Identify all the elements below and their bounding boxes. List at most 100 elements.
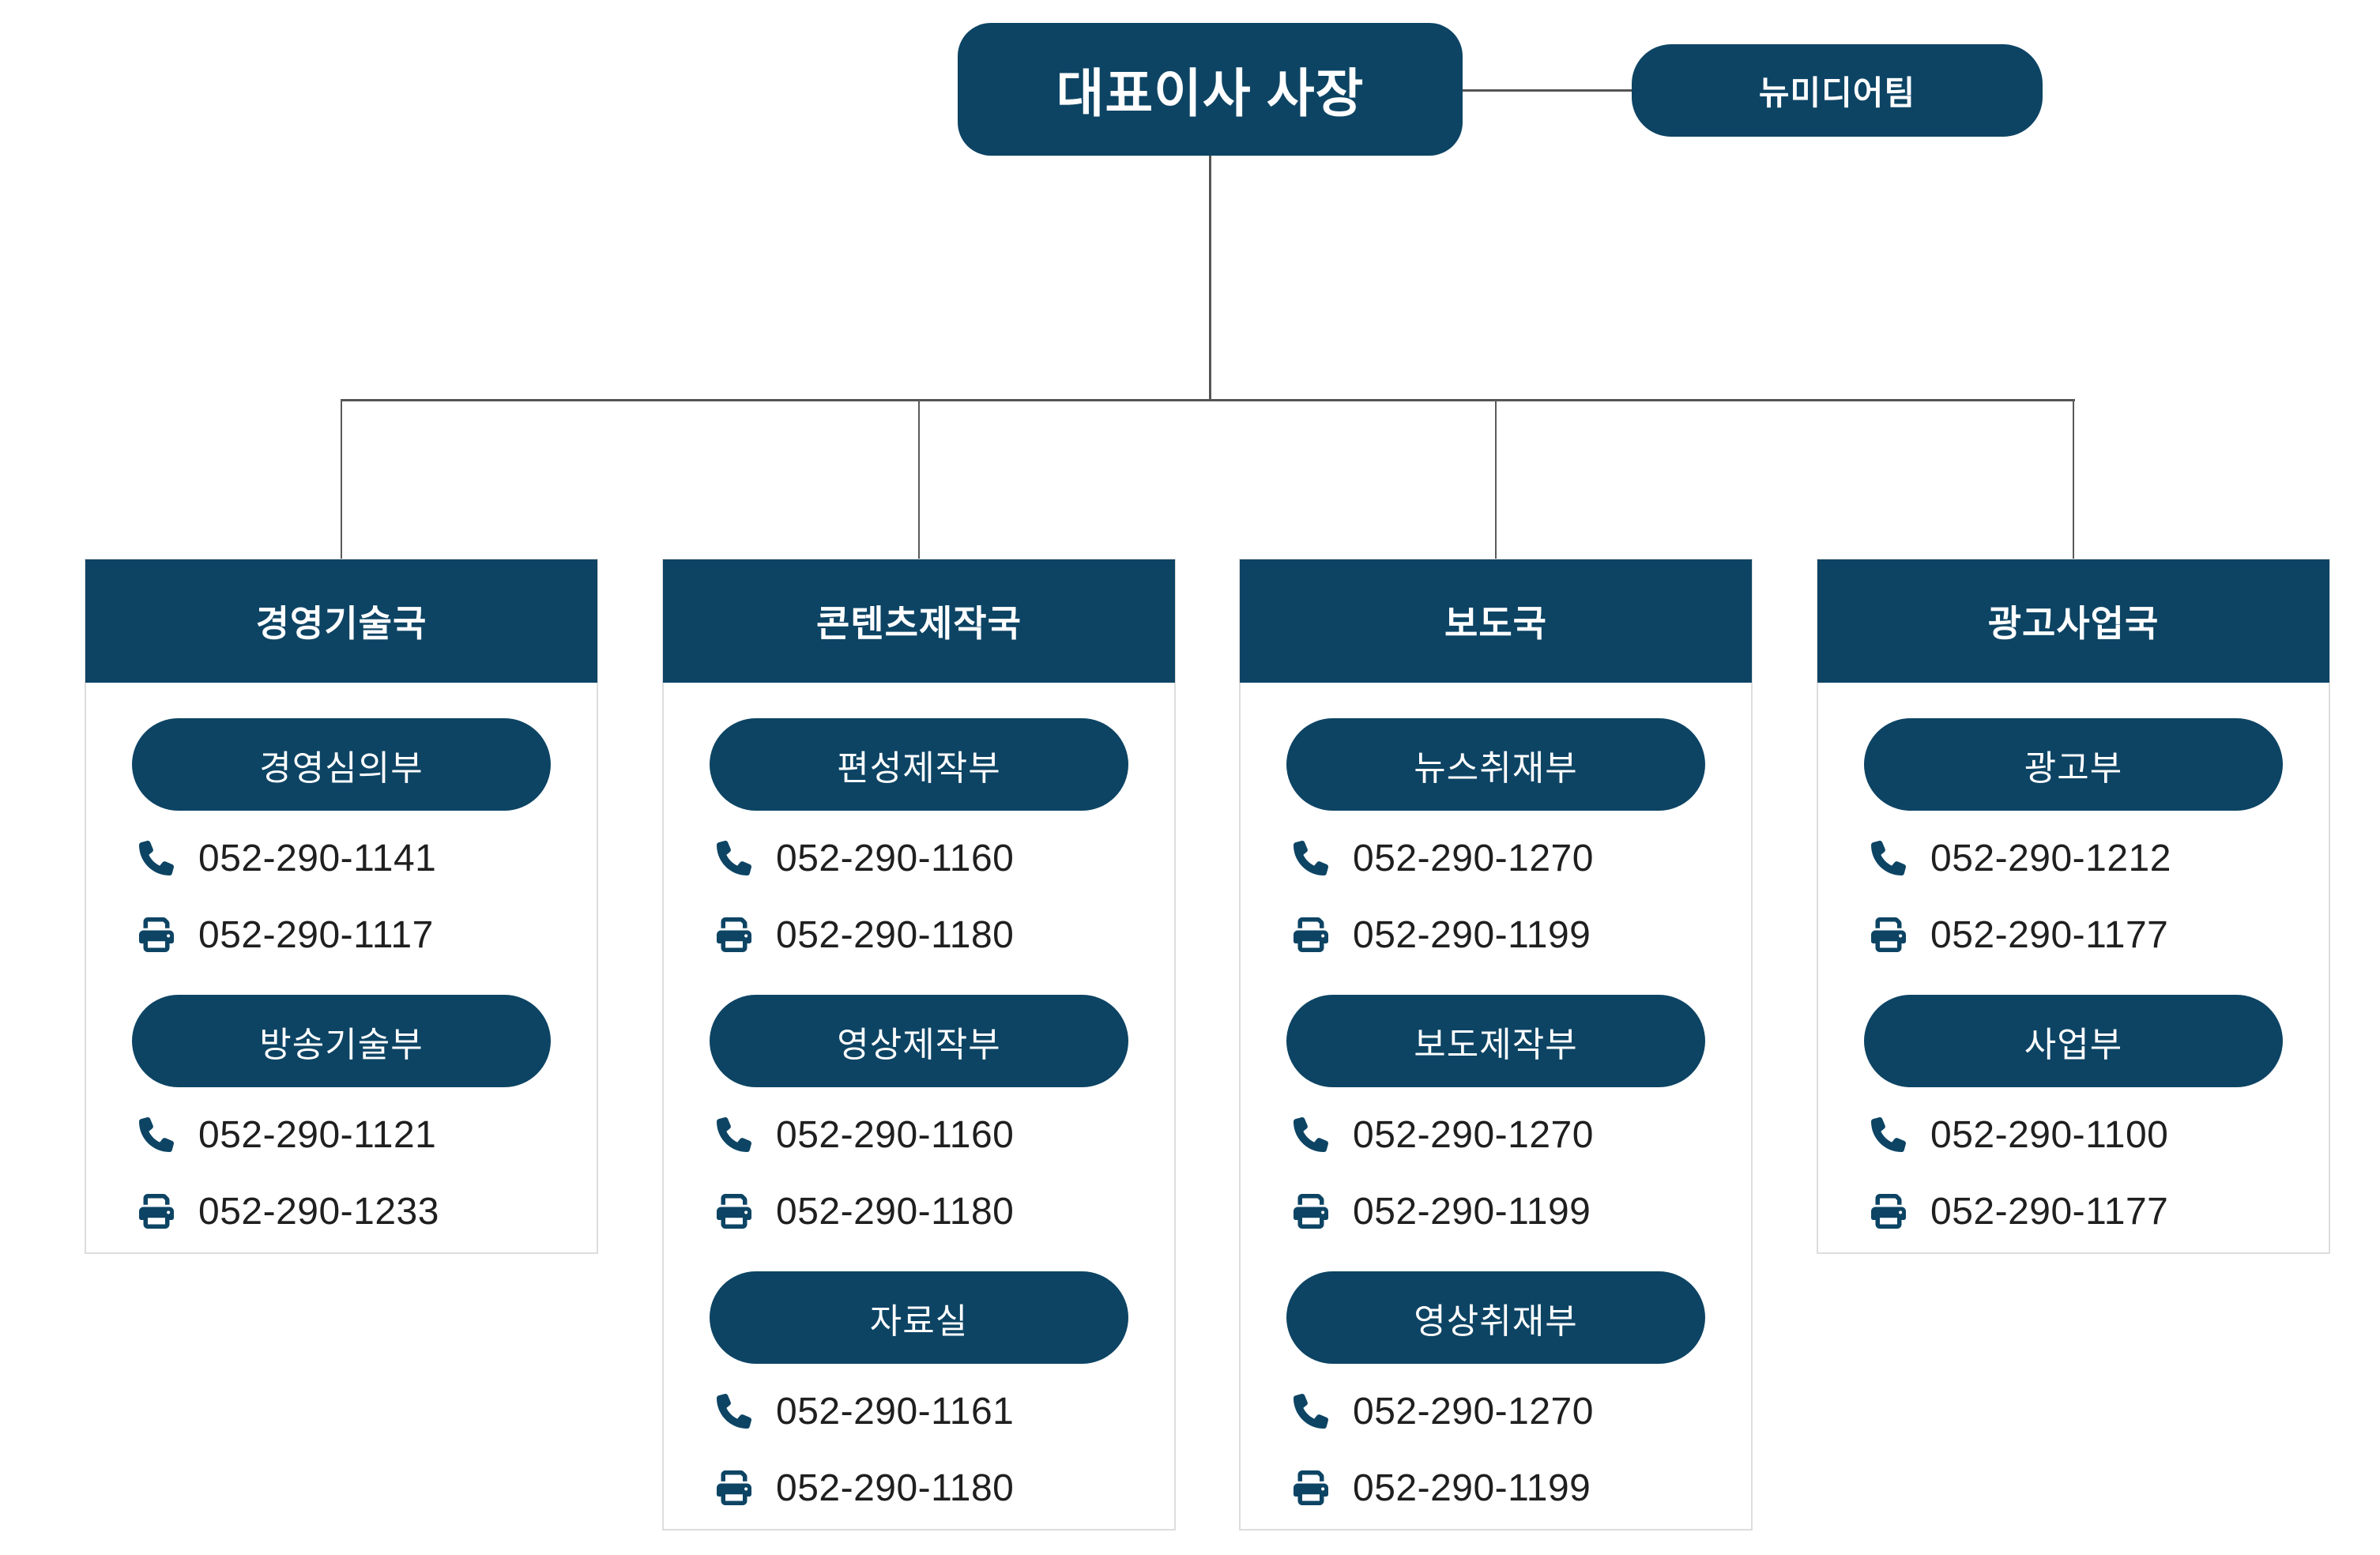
team-name-pill: 편성제작부 — [710, 718, 1128, 811]
department-title: 광고사업국 — [1817, 559, 2329, 683]
fax-number: 052-290-1180 — [776, 1190, 1015, 1233]
phone-number: 052-290-1270 — [1353, 1113, 1594, 1156]
fax-number: 052-290-1117 — [198, 913, 434, 956]
phone-number: 052-290-1212 — [1930, 837, 2171, 879]
fax-row: 052-290-1233 — [86, 1188, 597, 1235]
fax-row: 052-290-1177 — [1818, 1188, 2329, 1235]
phone-icon — [1293, 840, 1329, 876]
phone-row: 052-290-1270 — [1241, 1111, 1751, 1158]
fax-number: 052-290-1199 — [1353, 1190, 1591, 1233]
team-section: 보도제작부 052-290-1270 052-290-1199 — [1241, 995, 1751, 1235]
connector-root-to-staff — [1463, 89, 1632, 92]
fax-printer-icon — [138, 1193, 175, 1229]
phone-row: 052-290-1270 — [1241, 1387, 1751, 1435]
department-card-2: 콘텐츠제작국 편성제작부 052-290-1160 052-290-1180 영… — [662, 559, 1176, 1531]
connector-root-down — [1209, 156, 1211, 401]
team-section: 광고부 052-290-1212 052-290-1177 — [1818, 718, 2329, 958]
phone-icon — [716, 840, 752, 876]
fax-row: 052-290-1199 — [1241, 911, 1751, 958]
department-title: 콘텐츠제작국 — [663, 559, 1175, 683]
phone-number: 052-290-1160 — [776, 1113, 1015, 1156]
phone-icon — [1870, 1116, 1907, 1153]
fax-printer-icon — [716, 917, 752, 953]
department-title: 보도국 — [1240, 559, 1752, 683]
team-section: 경영심의부 052-290-1141 052-290-1117 — [86, 718, 597, 958]
department-card-3: 보도국 뉴스취재부 052-290-1270 052-290-1199 보도제작… — [1239, 559, 1753, 1531]
phone-icon — [1870, 840, 1907, 876]
team-section: 사업부 052-290-1100 052-290-1177 — [1818, 995, 2329, 1235]
phone-number: 052-290-1270 — [1353, 837, 1594, 879]
department-body: 경영심의부 052-290-1141 052-290-1117 방송기술부 05… — [86, 683, 597, 1255]
department-body: 광고부 052-290-1212 052-290-1177 사업부 052-29… — [1818, 683, 2329, 1255]
phone-row: 052-290-1121 — [86, 1111, 597, 1158]
department-card-4: 광고사업국 광고부 052-290-1212 052-290-1177 사업부 … — [1817, 559, 2330, 1254]
team-section: 뉴스취재부 052-290-1270 052-290-1199 — [1241, 718, 1751, 958]
fax-number: 052-290-1177 — [1930, 1190, 2169, 1233]
fax-row: 052-290-1180 — [664, 1464, 1174, 1512]
fax-row: 052-290-1199 — [1241, 1464, 1751, 1512]
department-body: 뉴스취재부 052-290-1270 052-290-1199 보도제작부 05… — [1241, 683, 1751, 1531]
fax-row: 052-290-1177 — [1818, 911, 2329, 958]
phone-number: 052-290-1121 — [198, 1113, 437, 1156]
fax-printer-icon — [1293, 1470, 1329, 1506]
team-section: 자료실 052-290-1161 052-290-1180 — [664, 1271, 1174, 1512]
fax-row: 052-290-1180 — [664, 911, 1174, 958]
team-name-pill: 방송기술부 — [132, 995, 551, 1087]
team-section: 편성제작부 052-290-1160 052-290-1180 — [664, 718, 1174, 958]
phone-number: 052-290-1160 — [776, 837, 1015, 879]
department-body: 편성제작부 052-290-1160 052-290-1180 영상제작부 05… — [664, 683, 1174, 1531]
fax-number: 052-290-1177 — [1930, 913, 2169, 956]
ceo-label: 대표이사 사장 — [1056, 64, 1365, 122]
fax-number: 052-290-1233 — [198, 1190, 439, 1233]
team-section: 영상제작부 052-290-1160 052-290-1180 — [664, 995, 1174, 1235]
fax-printer-icon — [1870, 917, 1907, 953]
fax-printer-icon — [716, 1193, 752, 1229]
fax-printer-icon — [138, 917, 175, 953]
phone-icon — [1293, 1116, 1329, 1153]
connector-drop-dept-4 — [2073, 399, 2074, 560]
team-name-pill: 영상취재부 — [1286, 1271, 1705, 1364]
team-name-pill: 보도제작부 — [1286, 995, 1705, 1087]
connector-drop-dept-3 — [1495, 399, 1497, 560]
phone-number: 052-290-1141 — [198, 837, 437, 879]
fax-row: 052-290-1180 — [664, 1188, 1174, 1235]
phone-icon — [716, 1116, 752, 1153]
connector-drop-dept-1 — [341, 399, 342, 560]
fax-number: 052-290-1180 — [776, 913, 1015, 956]
phone-number: 052-290-1161 — [776, 1390, 1015, 1433]
team-section: 방송기술부 052-290-1121 052-290-1233 — [86, 995, 597, 1235]
fax-row: 052-290-1199 — [1241, 1188, 1751, 1235]
phone-row: 052-290-1141 — [86, 834, 597, 882]
team-name-pill: 광고부 — [1864, 718, 2283, 811]
phone-icon — [1293, 1393, 1329, 1429]
team-name-pill: 뉴스취재부 — [1286, 718, 1705, 811]
phone-row: 052-290-1270 — [1241, 834, 1751, 882]
fax-printer-icon — [1293, 917, 1329, 953]
fax-row: 052-290-1117 — [86, 911, 597, 958]
phone-icon — [138, 840, 175, 876]
phone-row: 052-290-1160 — [664, 834, 1174, 882]
team-section: 영상취재부 052-290-1270 052-290-1199 — [1241, 1271, 1751, 1512]
department-card-1: 경영기술국 경영심의부 052-290-1141 052-290-1117 방송… — [85, 559, 598, 1254]
fax-number: 052-290-1199 — [1353, 913, 1591, 956]
phone-row: 052-290-1212 — [1818, 834, 2329, 882]
fax-printer-icon — [1293, 1193, 1329, 1229]
phone-number: 052-290-1270 — [1353, 1390, 1594, 1433]
phone-row: 052-290-1161 — [664, 1387, 1174, 1435]
fax-printer-icon — [716, 1470, 752, 1506]
phone-row: 052-290-1100 — [1818, 1111, 2329, 1158]
new-media-team-box: 뉴미디어팀 — [1632, 44, 2043, 137]
team-name-pill: 자료실 — [710, 1271, 1128, 1364]
team-name-pill: 영상제작부 — [710, 995, 1128, 1087]
connector-rail — [341, 399, 2075, 401]
team-name-pill: 경영심의부 — [132, 718, 551, 811]
team-name-pill: 사업부 — [1864, 995, 2283, 1087]
department-title: 경영기술국 — [85, 559, 597, 683]
ceo-box: 대표이사 사장 — [958, 23, 1463, 156]
fax-number: 052-290-1199 — [1353, 1467, 1591, 1509]
fax-number: 052-290-1180 — [776, 1467, 1015, 1509]
new-media-team-label: 뉴미디어팀 — [1758, 74, 1916, 111]
connector-drop-dept-2 — [918, 399, 920, 560]
phone-row: 052-290-1160 — [664, 1111, 1174, 1158]
